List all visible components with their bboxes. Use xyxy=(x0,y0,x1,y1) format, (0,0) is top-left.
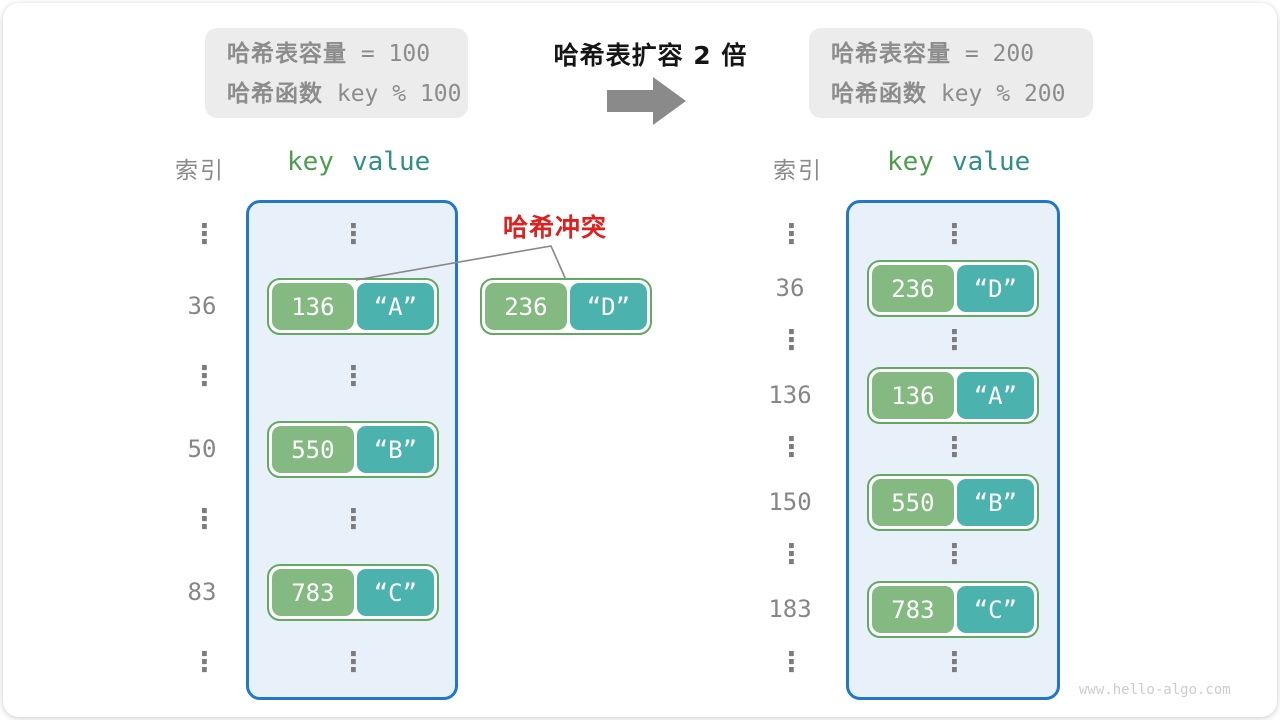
pair-key: 783 xyxy=(272,569,354,616)
pair-value: “A” xyxy=(356,283,434,330)
ellipsis: ⋮ xyxy=(941,647,968,678)
hash-collision-label: 哈希冲突 xyxy=(502,213,607,242)
ellipsis: ⋮ xyxy=(340,361,367,392)
key-column-header-left: key xyxy=(287,147,334,177)
capacity-label: 哈希表容量 xyxy=(831,41,951,67)
capacity-label: 哈希表容量 xyxy=(227,41,347,67)
ellipsis: ⋮ xyxy=(340,647,367,678)
hash-function-label: 哈希函数 xyxy=(831,81,927,107)
pair-value: “D” xyxy=(569,283,647,330)
capacity-box-after: 哈希表容量 = 200 哈希函数 key % 200 xyxy=(809,28,1093,118)
ellipsis: ⋮ xyxy=(778,539,805,570)
pair-key: 550 xyxy=(272,426,354,473)
capacity-value: = 100 xyxy=(360,41,431,67)
watermark: www.hello-algo.com xyxy=(1079,682,1231,698)
diagram-card: 哈希表容量 = 100 哈希函数 key % 100 哈希表扩容 2 倍 哈希表… xyxy=(3,3,1277,717)
pair-key: 236 xyxy=(872,265,954,312)
bucket-pair: 783 “C” xyxy=(267,564,439,621)
index-label: 50 xyxy=(187,435,217,463)
hash-function-value: key % 100 xyxy=(336,81,462,107)
index-label: 136 xyxy=(768,381,812,409)
hash-function-value: key % 200 xyxy=(940,81,1066,107)
ellipsis: ⋮ xyxy=(191,361,218,392)
pair-value: “A” xyxy=(956,372,1034,419)
ellipsis: ⋮ xyxy=(941,539,968,570)
pair-value: “C” xyxy=(956,586,1034,633)
index-label: 36 xyxy=(775,274,805,302)
ellipsis: ⋮ xyxy=(941,432,968,463)
ellipsis: ⋮ xyxy=(191,504,218,535)
capacity-value: = 200 xyxy=(964,41,1035,67)
collision-bucket-pair: 236 “D” xyxy=(480,278,652,335)
pair-key: 236 xyxy=(485,283,567,330)
ellipsis: ⋮ xyxy=(941,325,968,356)
value-column-header-right: value xyxy=(952,147,1031,177)
pair-value: “B” xyxy=(356,426,434,473)
index-column-header-left: 索引 xyxy=(175,158,225,184)
ellipsis: ⋮ xyxy=(340,504,367,535)
hash-function-label: 哈希函数 xyxy=(227,81,323,107)
bucket-pair: 236 “D” xyxy=(867,260,1039,317)
ellipsis: ⋮ xyxy=(778,647,805,678)
pair-value: “B” xyxy=(956,479,1034,526)
capacity-box-before: 哈希表容量 = 100 哈希函数 key % 100 xyxy=(205,28,468,118)
ellipsis: ⋮ xyxy=(778,219,805,250)
value-column-header-left: value xyxy=(352,147,431,177)
ellipsis: ⋮ xyxy=(941,219,968,250)
expand-title: 哈希表扩容 2 倍 xyxy=(553,41,748,70)
pair-key: 136 xyxy=(872,372,954,419)
index-column-header-right: 索引 xyxy=(773,158,823,184)
pair-key: 136 xyxy=(272,283,354,330)
pair-value: “D” xyxy=(956,265,1034,312)
bucket-pair: 550 “B” xyxy=(867,474,1039,531)
capacity-line: 哈希表容量 = 200 xyxy=(831,35,1093,75)
pair-key: 783 xyxy=(872,586,954,633)
ellipsis: ⋮ xyxy=(778,325,805,356)
index-label: 183 xyxy=(768,595,812,623)
key-column-header-right: key xyxy=(887,147,934,177)
bucket-pair: 136 “A” xyxy=(267,278,439,335)
index-label: 150 xyxy=(768,488,812,516)
bucket-pair: 550 “B” xyxy=(267,421,439,478)
bucket-pair: 136 “A” xyxy=(867,367,1039,424)
hash-function-line: 哈希函数 key % 100 xyxy=(227,75,468,115)
ellipsis: ⋮ xyxy=(191,647,218,678)
hash-function-line: 哈希函数 key % 200 xyxy=(831,75,1093,115)
index-label: 83 xyxy=(187,578,217,606)
pair-key: 550 xyxy=(872,479,954,526)
pair-value: “C” xyxy=(356,569,434,616)
expand-arrow-icon xyxy=(607,77,686,125)
ellipsis: ⋮ xyxy=(340,219,367,250)
bucket-pair: 783 “C” xyxy=(867,581,1039,638)
index-label: 36 xyxy=(187,292,217,320)
ellipsis: ⋮ xyxy=(191,219,218,250)
capacity-line: 哈希表容量 = 100 xyxy=(227,35,468,75)
ellipsis: ⋮ xyxy=(778,432,805,463)
